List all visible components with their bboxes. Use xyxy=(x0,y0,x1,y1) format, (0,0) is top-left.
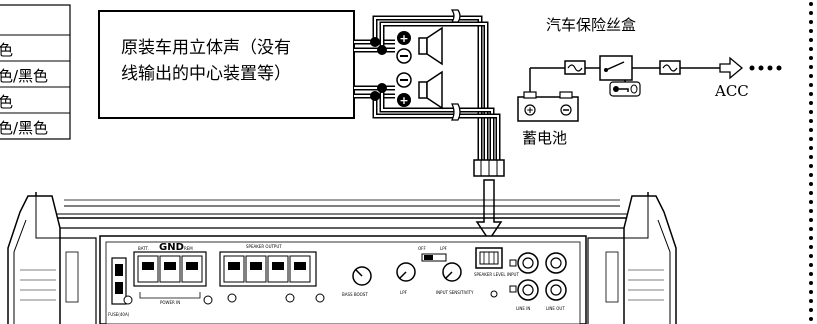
boundary-dot xyxy=(809,236,813,240)
connect-arrow-icon xyxy=(475,179,503,242)
amp-fuse-holder: FUSE(40A) xyxy=(108,257,130,317)
boundary-dot xyxy=(809,83,813,87)
boundary-dot xyxy=(809,308,813,312)
rem-label: REM xyxy=(184,246,193,251)
plus-terminal-icon xyxy=(397,93,411,107)
boundary-dot xyxy=(809,164,813,168)
dotted-boundary xyxy=(809,2,813,321)
speaker-level-input-socket: SPEAKER LEVEL INPUT xyxy=(474,247,519,277)
boundary-dot xyxy=(809,11,813,15)
batt-label: BATT. xyxy=(138,246,149,251)
boundary-dot xyxy=(809,101,813,105)
head-unit-label-line2: 线输出的中心装置等） xyxy=(121,64,291,84)
table-row-3: 色 xyxy=(0,93,13,111)
input-sensitivity-label: INPUT SENSITIVITY xyxy=(436,290,474,295)
bass-boost-knob: BASS BOOST xyxy=(342,266,372,297)
boundary-dot xyxy=(809,56,813,60)
boundary-dot xyxy=(809,47,813,51)
rca-jacks: LINE IN LINE OUT xyxy=(490,252,567,311)
lpf-switch-off-label: OFF xyxy=(418,246,426,251)
boundary-dot xyxy=(809,191,813,195)
boundary-dot xyxy=(809,281,813,285)
wire-color-table: 色 色/黑色 色 色/黑色 xyxy=(0,4,71,140)
boundary-dot xyxy=(809,110,813,114)
wire-junction-dots xyxy=(370,37,387,101)
svg-text:+: + xyxy=(399,32,408,45)
head-unit-label-line1: 原装车用立体声（没有 xyxy=(121,38,291,58)
svg-text:+: + xyxy=(526,106,534,116)
speaker-upper: + xyxy=(396,26,443,66)
boundary-dot xyxy=(809,227,813,231)
battery-label: 蓄电池 xyxy=(522,129,567,147)
svg-text:+: + xyxy=(399,94,408,107)
boundary-dot xyxy=(809,137,813,141)
boundary-dot xyxy=(809,317,813,321)
line-out-label: LINE OUT xyxy=(546,306,565,311)
power-terminals: BATT. GND REM POWER IN xyxy=(123,242,213,305)
speaker-level-input-label: SPEAKER LEVEL INPUT xyxy=(474,272,519,277)
lpf-switch: OFF LPF xyxy=(418,246,448,262)
table-row-4: 色/黑色 xyxy=(0,119,48,137)
table-row-2: 色/黑色 xyxy=(0,67,48,85)
acc-label: ACC xyxy=(714,82,749,100)
head-unit: 原装车用立体声（没有 线输出的中心装置等） xyxy=(98,10,355,119)
amplifier xyxy=(7,192,677,324)
boundary-dot xyxy=(809,254,813,258)
speaker-output-terminals: SPEAKER OUTPUT xyxy=(219,244,325,303)
boundary-dot xyxy=(809,29,813,33)
bass-boost-label: BASS BOOST xyxy=(342,292,368,297)
lpf-label: LPF xyxy=(400,290,408,295)
boundary-dot xyxy=(809,299,813,303)
harness-connector xyxy=(473,159,505,177)
boundary-dot xyxy=(809,272,813,276)
fuse-icon xyxy=(659,60,681,75)
speaker-lower: + xyxy=(396,70,443,110)
battery-icon: + xyxy=(517,91,579,122)
boundary-dot xyxy=(809,128,813,132)
boundary-dot xyxy=(809,290,813,294)
input-sensitivity-knob: INPUT SENSITIVITY xyxy=(436,262,474,295)
boundary-dot xyxy=(809,209,813,213)
fuse-label: FUSE(40A) xyxy=(108,312,130,317)
fuse-box-label: 汽车保险丝盒 xyxy=(546,16,636,34)
key-icon xyxy=(609,81,641,97)
boundary-dot xyxy=(809,38,813,42)
boundary-dot xyxy=(809,182,813,186)
boundary-dot xyxy=(809,245,813,249)
acc-arrow-icon xyxy=(719,56,782,80)
table-row-1: 色 xyxy=(0,41,13,59)
boundary-dot xyxy=(809,155,813,159)
boundary-dot xyxy=(809,20,813,24)
fuse-icon xyxy=(564,60,586,75)
boundary-dot xyxy=(809,263,813,267)
boundary-dot xyxy=(809,92,813,96)
ignition-switch-icon xyxy=(599,55,633,81)
lpf-switch-on-label: LPF xyxy=(440,246,448,251)
boundary-dot xyxy=(809,2,813,6)
gnd-label: GND xyxy=(159,242,184,253)
boundary-dot xyxy=(809,119,813,123)
lpf-knob: LPF xyxy=(396,262,416,295)
boundary-dot xyxy=(809,218,813,222)
wire-break-marks xyxy=(450,9,461,121)
plus-terminal-icon xyxy=(397,31,411,45)
boundary-dot xyxy=(809,173,813,177)
line-in-label: LINE IN xyxy=(516,306,530,311)
boundary-dot xyxy=(809,74,813,78)
boundary-dot xyxy=(809,200,813,204)
boundary-dot xyxy=(809,65,813,69)
power-in-label: POWER IN xyxy=(160,300,180,305)
speaker-output-label: SPEAKER OUTPUT xyxy=(246,244,282,249)
boundary-dot xyxy=(809,146,813,150)
